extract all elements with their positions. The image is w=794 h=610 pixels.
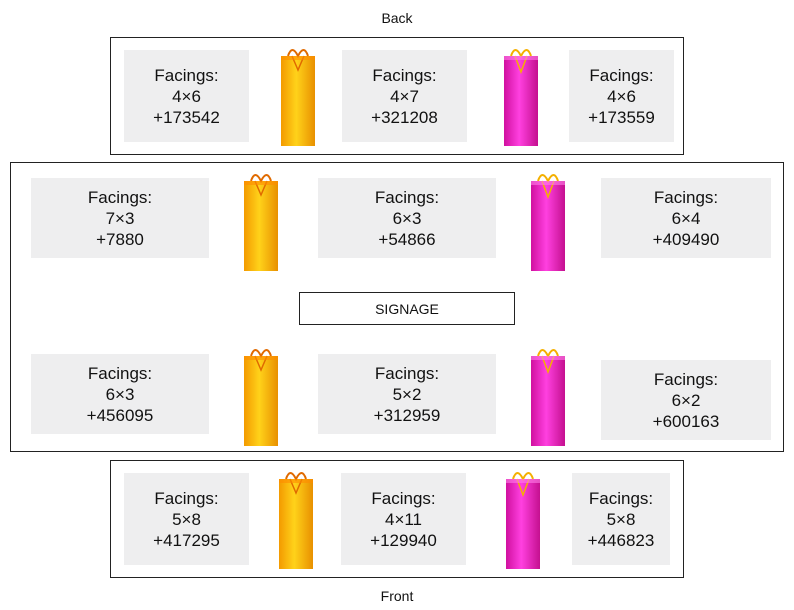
gift-bag-pink-icon bbox=[503, 469, 543, 569]
facing-box: Facings: 5×2 +312959 bbox=[318, 354, 496, 434]
facing-dimensions: 4×6 bbox=[607, 86, 636, 106]
product-code: +321208 bbox=[371, 107, 438, 127]
facing-title: Facings: bbox=[154, 65, 219, 85]
facing-box: Facings: 5×8 +446823 bbox=[572, 473, 670, 565]
product-code: +409490 bbox=[652, 229, 720, 249]
facing-box: Facings: 5×8 +417295 bbox=[124, 473, 249, 565]
facing-dimensions: 5×2 bbox=[392, 384, 422, 404]
facing-dimensions: 4×6 bbox=[172, 86, 201, 106]
product-code: +7880 bbox=[96, 229, 144, 249]
facing-dimensions: 6×2 bbox=[671, 390, 701, 410]
facing-box: Facings: 4×7 +321208 bbox=[342, 50, 467, 142]
product-code: +456095 bbox=[86, 405, 154, 425]
gift-bag-pink-icon bbox=[528, 171, 568, 271]
product-code: +173559 bbox=[588, 107, 655, 127]
product-code: +312959 bbox=[373, 405, 441, 425]
facing-title: Facings: bbox=[154, 488, 219, 508]
facing-dimensions: 4×11 bbox=[384, 509, 423, 529]
facing-box: Facings: 4×11 +129940 bbox=[341, 473, 466, 565]
facing-title: Facings: bbox=[371, 488, 436, 508]
facing-dimensions: 5×8 bbox=[172, 509, 201, 529]
facing-title: Facings: bbox=[653, 369, 719, 389]
facing-box: Facings: 4×6 +173542 bbox=[124, 50, 249, 142]
facing-title: Facings: bbox=[589, 65, 654, 85]
facing-box: Facings: 6×3 +54866 bbox=[318, 178, 496, 258]
facing-title: Facings: bbox=[372, 65, 437, 85]
facing-box: Facings: 7×3 +7880 bbox=[31, 178, 209, 258]
facing-dimensions: 6×3 bbox=[392, 208, 422, 228]
facing-box: Facings: 6×4 +409490 bbox=[601, 178, 771, 258]
product-code: +446823 bbox=[587, 530, 655, 550]
facing-dimensions: 5×8 bbox=[606, 509, 636, 529]
facing-title: Facings: bbox=[87, 363, 153, 383]
back-shelf: Facings: 4×6 +173542 Facings: 4×7 +32120… bbox=[110, 37, 684, 155]
facing-dimensions: 4×7 bbox=[390, 86, 419, 106]
gift-bag-yellow-icon bbox=[241, 171, 281, 271]
facing-box: Facings: 6×3 +456095 bbox=[31, 354, 209, 434]
facing-title: Facings: bbox=[588, 488, 654, 508]
front-label: Front bbox=[380, 588, 414, 604]
gift-bag-pink-icon bbox=[528, 346, 568, 446]
facing-box: Facings: 6×2 +600163 bbox=[601, 360, 771, 440]
facing-title: Facings: bbox=[374, 363, 440, 383]
product-code: +600163 bbox=[652, 411, 720, 431]
facing-title: Facings: bbox=[653, 187, 719, 207]
facing-title: Facings: bbox=[374, 187, 440, 207]
facing-dimensions: 7×3 bbox=[105, 208, 135, 228]
middle-gondola: Facings: 7×3 +7880 Facings: 6×3 +54866 F… bbox=[10, 162, 784, 452]
product-code: +129940 bbox=[370, 530, 437, 550]
product-code: +54866 bbox=[378, 229, 436, 249]
facing-dimensions: 6×3 bbox=[105, 384, 135, 404]
front-shelf: Facings: 5×8 +417295 Facings: 4×11 +1299… bbox=[110, 460, 684, 578]
facing-dimensions: 6×4 bbox=[671, 208, 701, 228]
back-label: Back bbox=[381, 10, 413, 26]
gift-bag-pink-icon bbox=[501, 46, 541, 146]
product-code: +417295 bbox=[153, 530, 220, 550]
facing-title: Facings: bbox=[87, 187, 153, 207]
gift-bag-yellow-icon bbox=[241, 346, 281, 446]
signage-panel: SIGNAGE bbox=[299, 292, 515, 325]
product-code: +173542 bbox=[153, 107, 220, 127]
gift-bag-yellow-icon bbox=[278, 46, 318, 146]
facing-box: Facings: 4×6 +173559 bbox=[569, 50, 674, 142]
gift-bag-yellow-icon bbox=[276, 469, 316, 569]
